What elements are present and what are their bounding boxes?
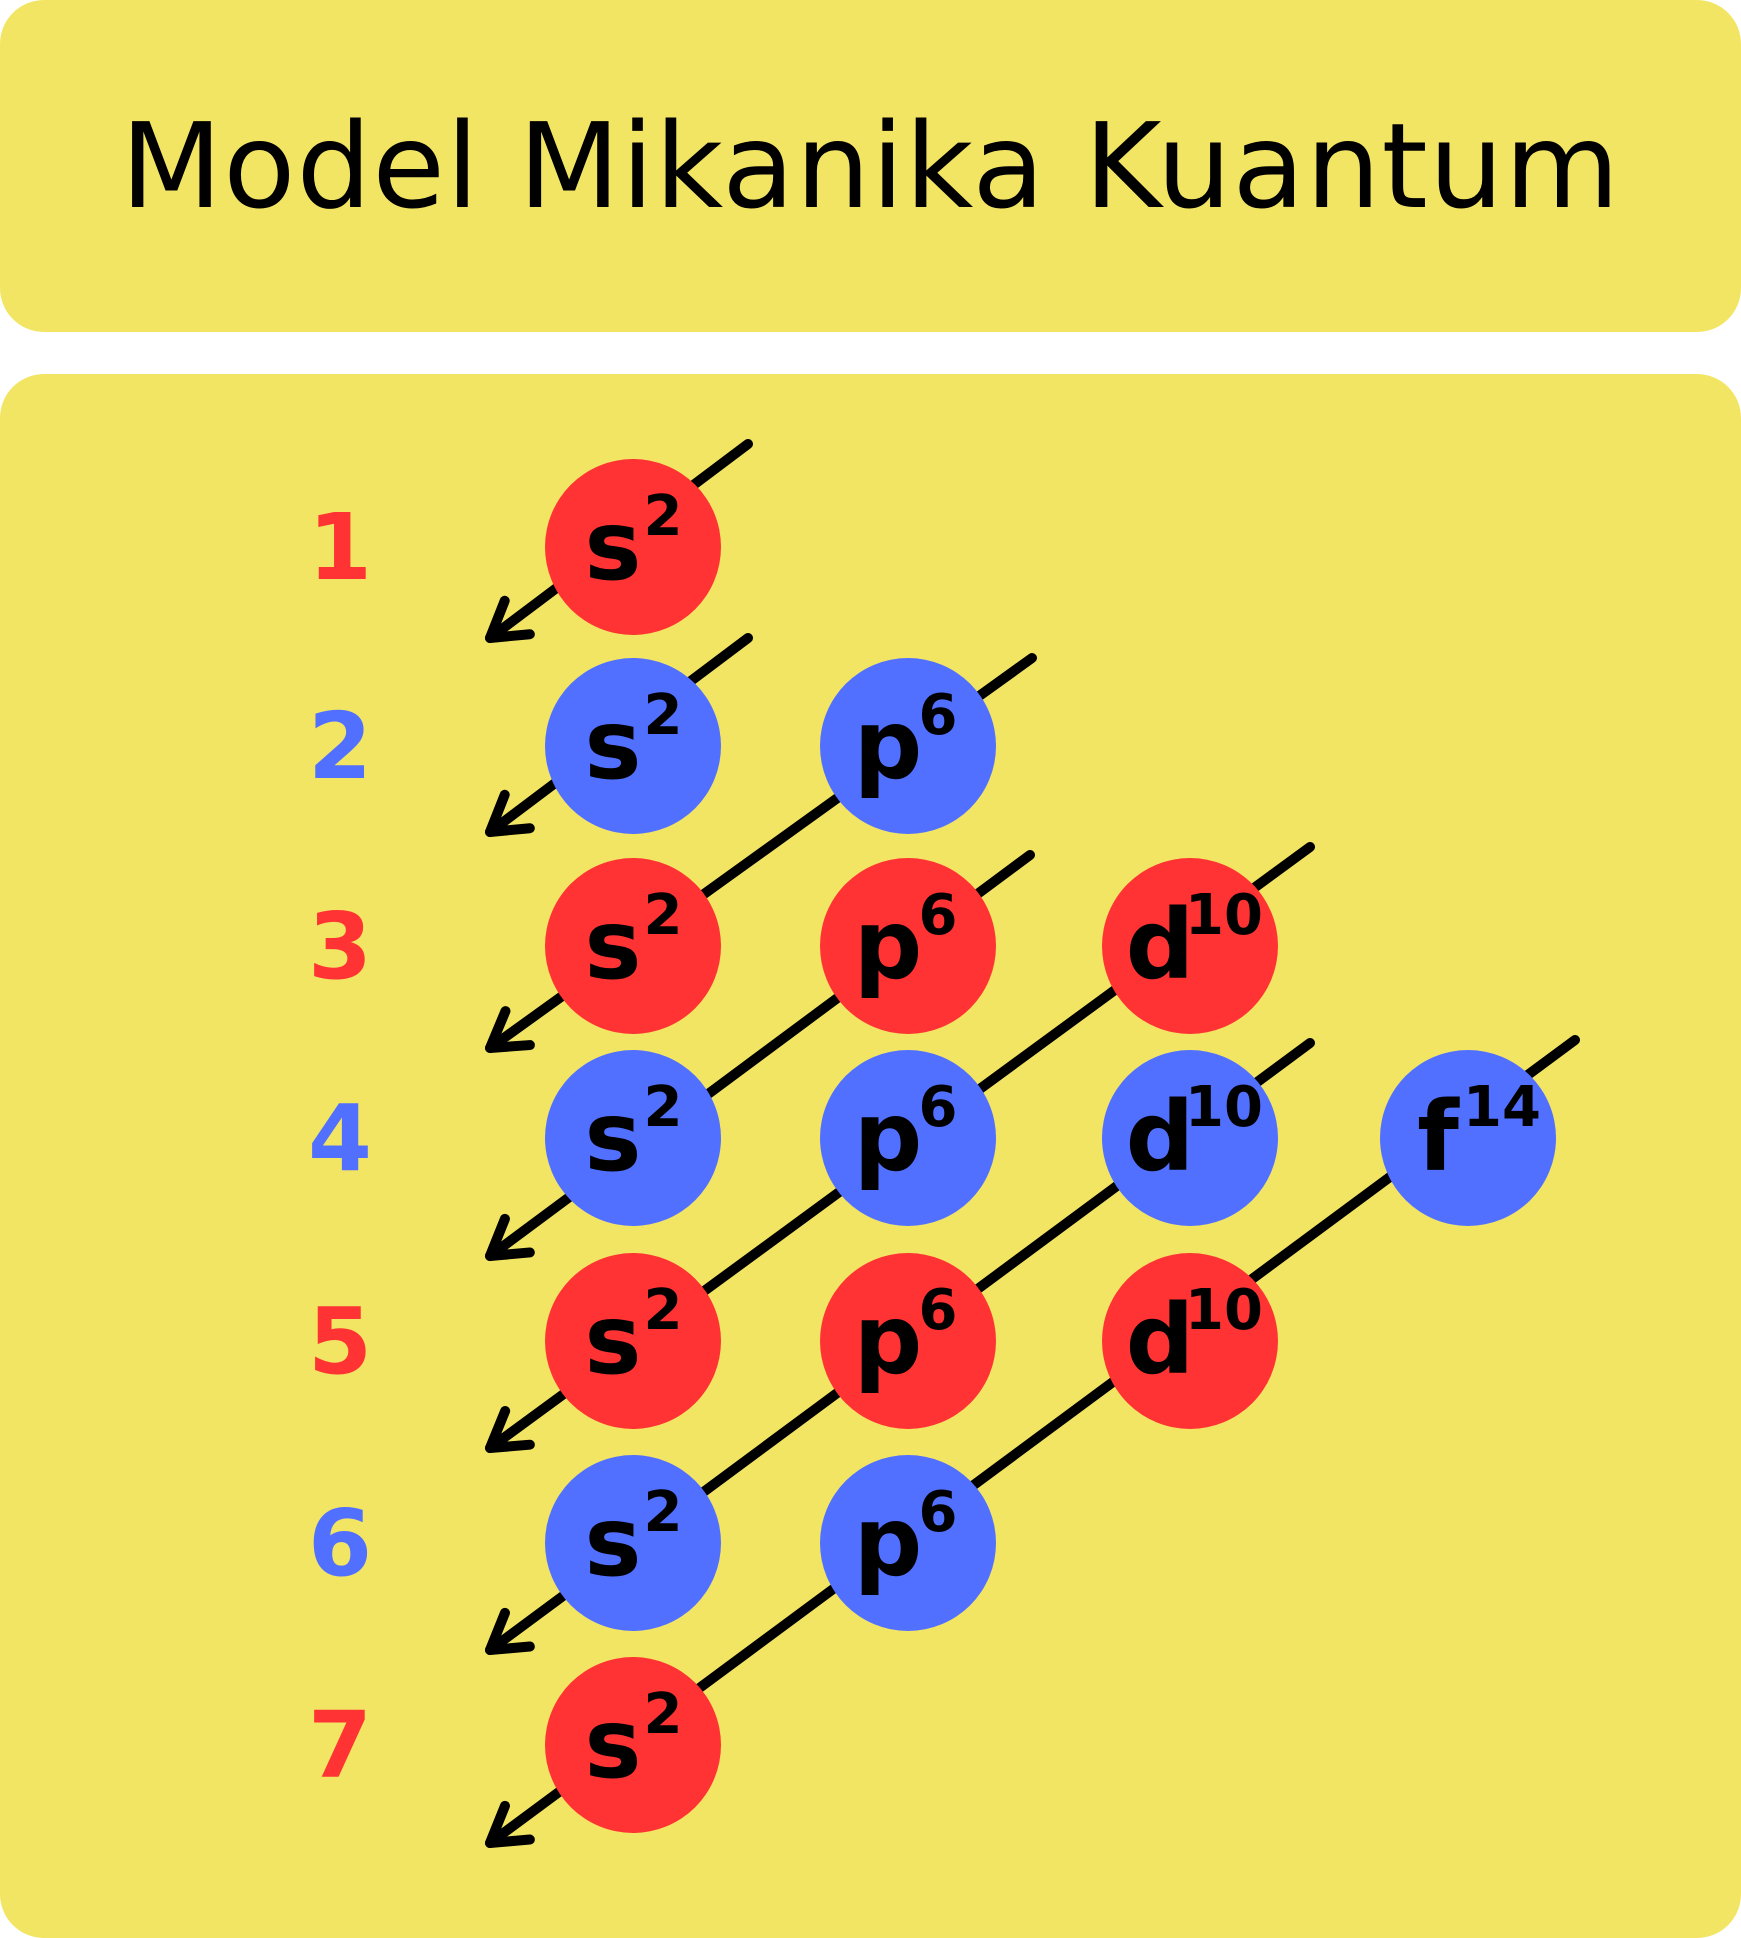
arrowhead-icon [485,1213,535,1261]
arrowhead-icon [485,595,535,643]
orbital-letter: s [584,1081,641,1193]
orbital-circle [545,1050,721,1226]
orbital-letter: p [854,889,923,1001]
orbital-4p: p6 [820,1050,996,1226]
orbital-letter: p [854,1081,923,1193]
orbital-letter: p [854,1486,923,1598]
orbital-circle [820,858,996,1034]
orbital-3p: p6 [820,858,996,1034]
orbital-5d: d10 [1102,1253,1278,1429]
orbital-circle [820,1050,996,1226]
orbital-superscript: 10 [1185,1075,1263,1140]
orbital-superscript: 2 [644,1075,683,1140]
orbital-superscript: 2 [644,1480,683,1545]
title-panel: Model Mikanika Kuantum [0,0,1741,332]
orbital-letter: p [854,1284,923,1396]
orbital-superscript: 14 [1463,1075,1541,1140]
arrowhead-icon [485,1405,535,1453]
arrowhead-icon [485,1006,535,1053]
orbital-letter: s [584,490,641,602]
orbital-5p: p6 [820,1253,996,1429]
orbital-superscript: 6 [919,683,958,748]
orbital-superscript: 2 [644,1278,683,1343]
orbital-superscript: 2 [644,883,683,948]
shell-labels: 1 2 3 4 5 6 7 [308,494,372,1799]
orbital-letter: f [1417,1081,1460,1193]
page-title: Model Mikanika Kuantum [120,97,1621,235]
orbital-letter: p [854,689,923,801]
orbital-letter: d [1126,1284,1195,1396]
orbital-4d: d10 [1102,1050,1278,1226]
orbital-circle [1102,858,1278,1034]
orbital-superscript: 2 [644,1682,683,1747]
orbital-circle [545,1455,721,1631]
orbital-6p: p6 [820,1455,996,1631]
orbital-circle [545,858,721,1034]
shell-label-5: 5 [308,1288,372,1395]
orbital-superscript: 2 [644,683,683,748]
orbital-circle [820,1253,996,1429]
orbital-circle [820,658,996,834]
orbital-2p: p6 [820,658,996,834]
orbital-circle [545,459,721,635]
orbital-circle [545,1253,721,1429]
orbital-superscript: 2 [644,484,683,549]
orbital-circle [545,1657,721,1833]
orbital-superscript: 10 [1185,883,1263,948]
orbital-letter: d [1126,1081,1195,1193]
orbital-superscript: 10 [1185,1278,1263,1343]
orbital-letter: s [584,889,641,1001]
arrowhead-icon [485,1607,535,1655]
orbital-circle [820,1455,996,1631]
orbital-superscript: 6 [919,1075,958,1140]
orbital-letter: d [1126,889,1195,1001]
arrowhead-icon [485,789,535,837]
orbital-circle [1102,1253,1278,1429]
orbital-letter: s [584,1284,641,1396]
orbital-letter: s [584,1486,641,1598]
arrowhead-icon [485,1800,535,1848]
orbital-letter: s [584,689,641,801]
shell-label-7: 7 [308,1692,372,1799]
orbital-superscript: 6 [919,883,958,948]
shell-label-2: 2 [308,693,372,800]
shell-label-3: 3 [308,893,372,1000]
shell-label-6: 6 [308,1490,372,1597]
orbital-3d: d10 [1102,858,1278,1034]
orbital-circle [545,658,721,834]
orbital-superscript: 6 [919,1278,958,1343]
orbital-circle [1380,1050,1556,1226]
orbital-superscript: 6 [919,1480,958,1545]
orbital-circle [1102,1050,1278,1226]
shell-label-4: 4 [308,1085,372,1192]
orbital-letter: s [584,1688,641,1800]
shell-label-1: 1 [308,494,372,601]
